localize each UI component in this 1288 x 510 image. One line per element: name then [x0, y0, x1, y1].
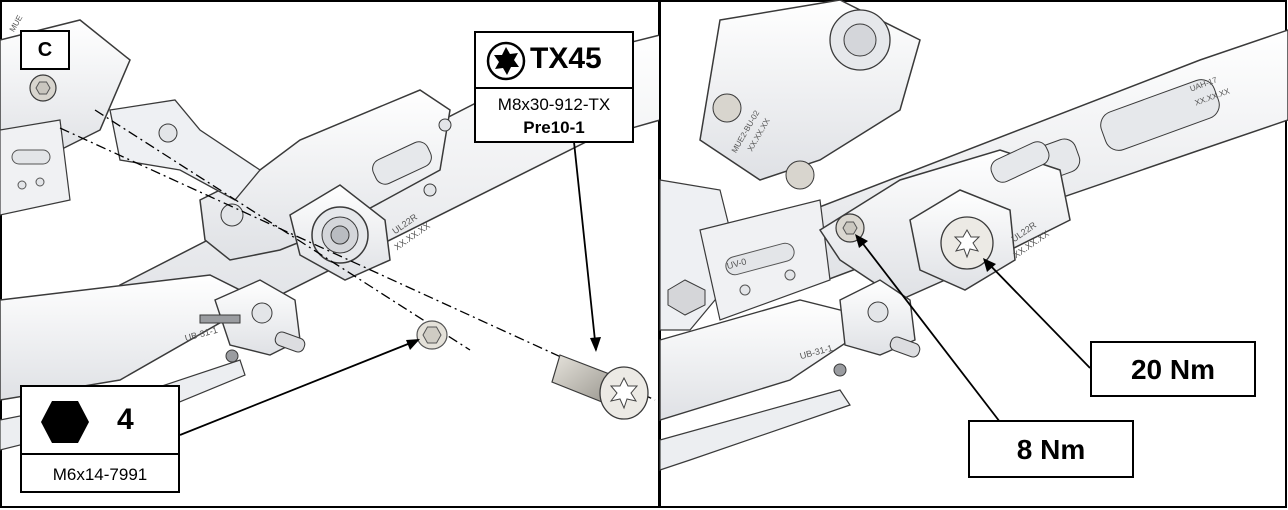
- right-lever-slot: [990, 141, 1050, 183]
- linkage-pin: [274, 331, 306, 353]
- leader-8nm-arrowhead: [855, 234, 868, 248]
- pivot-bore-core: [330, 225, 350, 245]
- torx-star-icon: [486, 41, 526, 81]
- lever-small-hole-2: [438, 118, 452, 132]
- right-20nm-recess: [953, 228, 981, 259]
- step-label-box: C: [20, 30, 70, 70]
- torx-thread-lock: Pre10-1: [523, 118, 585, 137]
- torx-part-number: M8x30-912-TX: [497, 95, 611, 114]
- leader-20nm-arrowhead: [983, 258, 996, 272]
- right-8nm-hex: [842, 221, 858, 235]
- right-arm-slot-1: [1100, 79, 1220, 151]
- leader-20nm: [984, 259, 1091, 369]
- hex-size-label: 4: [117, 403, 134, 436]
- lever-small-hole-1: [423, 183, 437, 197]
- arm-lower-rail: [0, 274, 262, 401]
- upper-bolt-hex: [35, 81, 51, 95]
- lever-slot: [372, 141, 432, 185]
- right-slider-slot: [725, 242, 795, 276]
- leader-torx-arrowhead: [590, 337, 601, 352]
- right-linkage-pin: [889, 336, 921, 358]
- right-upper-bore-inner: [843, 23, 877, 57]
- left-plate: [0, 119, 71, 216]
- right-panel: MUE2-BU-02 XX.XX.XX UAH-17 XX.XX.XX UL22…: [659, 0, 1288, 508]
- right-nut: [667, 279, 706, 316]
- leader-torx: [573, 141, 597, 351]
- right-lower-rail-2: [659, 389, 851, 471]
- torque-8nm-label: 8 Nm: [1016, 434, 1086, 465]
- hex-part-number: M6x14-7991: [52, 465, 148, 484]
- torque-20nm-label: 20 Nm: [1130, 354, 1216, 385]
- torx-bolt-recess: [609, 376, 639, 410]
- leader-hex-arrowhead: [406, 339, 420, 350]
- right-lower-rail: [659, 299, 882, 421]
- torx-tool-box: TX45: [474, 31, 634, 89]
- leader-hex: [179, 339, 419, 436]
- torx-size-label: TX45: [530, 42, 602, 75]
- left-plate-hole-2: [35, 177, 45, 187]
- left-plate-slot: [11, 149, 51, 165]
- left-plate-hole-1: [17, 180, 27, 190]
- linkage-hole: [251, 302, 273, 324]
- hex-part-box: M6x14-7991: [20, 453, 180, 493]
- step-label: C: [37, 39, 53, 61]
- right-linkage-hole: [867, 301, 889, 323]
- torx-part-box: M8x30-912-TX Pre10-1: [474, 87, 634, 143]
- axis-line-lower: [59, 127, 656, 401]
- leader-8nm: [856, 235, 1001, 423]
- hexagon-icon: [41, 401, 89, 443]
- torque-8nm-box: 8 Nm: [968, 420, 1134, 478]
- lever-plate: [199, 89, 451, 261]
- right-lower-nub: [833, 363, 847, 377]
- hex-bolt-socket: [422, 326, 442, 344]
- lever-arm: [109, 99, 261, 201]
- hex-tool-box: 4: [20, 385, 180, 455]
- torque-20nm-box: 20 Nm: [1090, 341, 1256, 397]
- bracket-slot: [199, 314, 241, 324]
- lever-arm-hole: [158, 123, 178, 143]
- right-upper-bolt-2: [785, 160, 815, 190]
- lower-nub: [225, 349, 239, 363]
- right-slider-hole-2: [784, 269, 796, 281]
- right-upper-bolt-1: [712, 93, 742, 123]
- right-slider-hole-1: [739, 284, 751, 296]
